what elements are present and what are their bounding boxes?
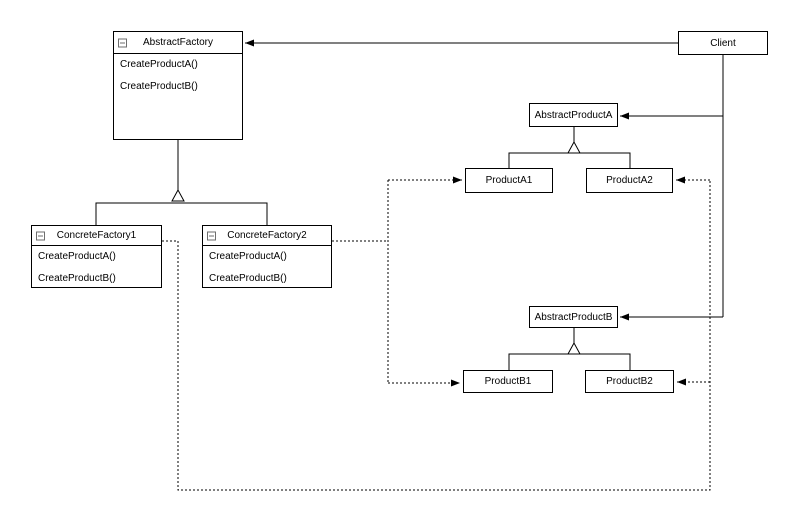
class-title: AbstractProductB xyxy=(534,311,613,323)
class-body: CreateProductA() CreateProductB() xyxy=(203,246,331,290)
class-title: ProductB1 xyxy=(484,376,532,387)
generalization-triangle-icon xyxy=(567,140,581,154)
edge-products-b-branch xyxy=(508,353,631,370)
method-label: CreateProductA() xyxy=(209,251,287,262)
generalization-triangle-icon xyxy=(567,341,581,355)
collapse-minus-icon[interactable] xyxy=(207,231,216,240)
method-label: CreateProductA() xyxy=(38,251,116,262)
method-label: CreateProductA() xyxy=(120,59,198,70)
class-concrete-factory-1[interactable]: ConcreteFactory1 CreateProductA() Create… xyxy=(31,225,162,288)
class-header: AbstractFactory xyxy=(114,32,242,54)
class-body: CreateProductA() CreateProductB() xyxy=(32,246,161,290)
class-product-b2[interactable]: ProductB2 xyxy=(585,370,674,393)
class-title: AbstractProductA xyxy=(534,109,613,121)
method-label: CreateProductB() xyxy=(120,81,198,92)
class-body: CreateProductA() CreateProductB() xyxy=(114,54,242,98)
class-title: ConcreteFactory1 xyxy=(56,230,137,241)
method-label: CreateProductB() xyxy=(209,273,287,284)
generalization-triangle-icon xyxy=(171,188,185,202)
edge-concretefactories-branch xyxy=(95,202,268,225)
class-concrete-factory-2[interactable]: ConcreteFactory2 CreateProductA() Create… xyxy=(202,225,332,288)
edge-concretefactory1-dependency-stem xyxy=(162,180,711,491)
class-abstract-factory[interactable]: AbstractFactory CreateProductA() CreateP… xyxy=(113,31,243,140)
edge-products-a-branch xyxy=(508,152,631,168)
class-product-b1[interactable]: ProductB1 xyxy=(463,370,553,393)
class-title: ProductA1 xyxy=(485,175,533,186)
class-header: ConcreteFactory1 xyxy=(32,226,161,246)
collapse-minus-icon[interactable] xyxy=(36,231,45,240)
class-product-a2[interactable]: ProductA2 xyxy=(586,168,673,193)
class-abstract-product-a[interactable]: AbstractProductA xyxy=(529,103,618,127)
class-client[interactable]: Client xyxy=(678,31,768,55)
class-product-a1[interactable]: ProductA1 xyxy=(465,168,553,193)
class-abstract-product-b[interactable]: AbstractProductB xyxy=(529,306,618,328)
class-title: Client xyxy=(710,37,736,49)
class-title: ConcreteFactory2 xyxy=(227,230,307,241)
class-title: AbstractFactory xyxy=(142,37,214,48)
method-label: CreateProductB() xyxy=(38,273,116,284)
edge-concretefactory2-dependency-stem xyxy=(332,180,389,383)
class-title: ProductA2 xyxy=(606,175,653,186)
class-header: ConcreteFactory2 xyxy=(203,226,331,246)
class-title: ProductB2 xyxy=(606,376,653,387)
collapse-minus-icon[interactable] xyxy=(118,38,127,47)
